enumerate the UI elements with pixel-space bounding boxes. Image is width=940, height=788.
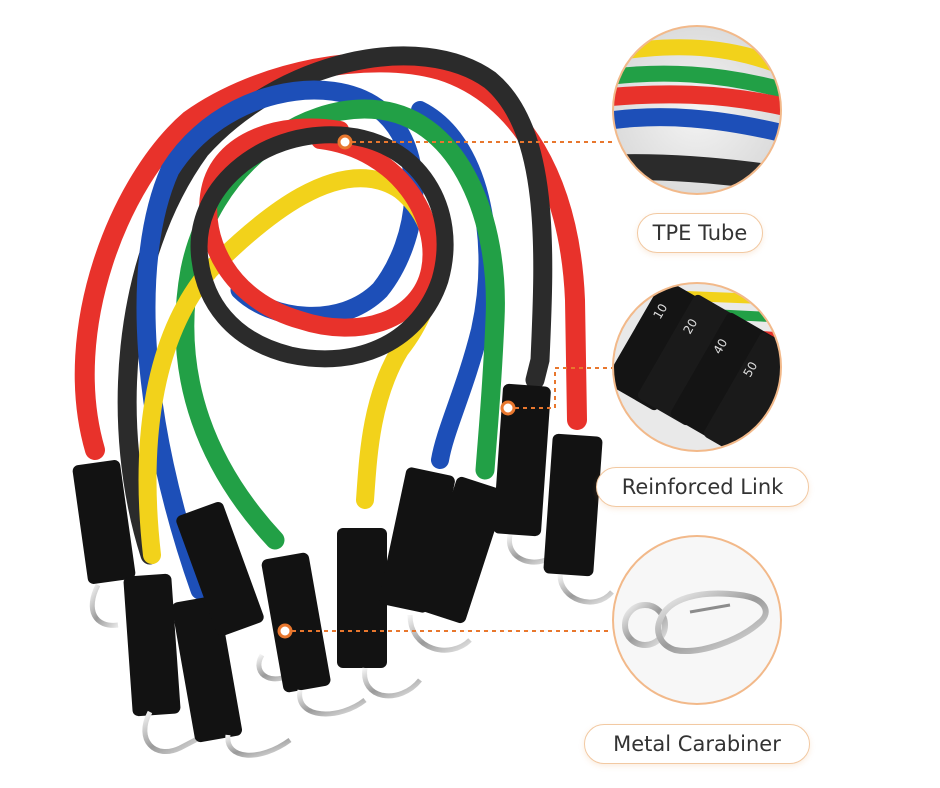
band-red-loop <box>199 118 441 337</box>
zoom-circle-carabiner <box>612 535 782 705</box>
handle-8 <box>416 476 506 624</box>
callout-dot-link <box>500 400 516 416</box>
handle-1 <box>72 460 136 628</box>
handle-2 <box>123 573 207 755</box>
resistance-bands <box>74 46 587 600</box>
handle-tag-50: 50 <box>740 359 760 379</box>
handle-5 <box>261 552 367 717</box>
zoom-circle-link: 10 20 40 50 <box>612 282 782 452</box>
band-handles <box>72 383 614 758</box>
zoom-circle-tpe <box>612 25 782 195</box>
carabiner-ring <box>622 602 668 648</box>
handle-6 <box>337 528 422 699</box>
band-yellow <box>138 169 443 564</box>
handle-tag-20: 20 <box>680 316 700 336</box>
callout-dots <box>277 134 516 639</box>
band-green <box>175 99 505 550</box>
band-black-loop <box>190 126 454 368</box>
metal-carabiner-label: Metal Carabiner <box>584 724 810 764</box>
handle-7 <box>379 467 472 653</box>
handle-tag-10: 10 <box>650 301 670 321</box>
tpe-tube-label: TPE Tube <box>637 213 763 253</box>
handle-10 <box>543 433 614 605</box>
reinforced-link-label: Reinforced Link <box>596 467 809 507</box>
carabiner-hook <box>655 590 769 654</box>
handle-tag-40: 40 <box>710 336 730 356</box>
callout-line-link <box>515 367 612 409</box>
callout-dot-carabiner <box>277 623 293 639</box>
band-blue <box>136 80 424 600</box>
callout-lines <box>292 141 612 632</box>
band-black <box>117 46 553 565</box>
callout-dot-tpe <box>337 134 353 150</box>
